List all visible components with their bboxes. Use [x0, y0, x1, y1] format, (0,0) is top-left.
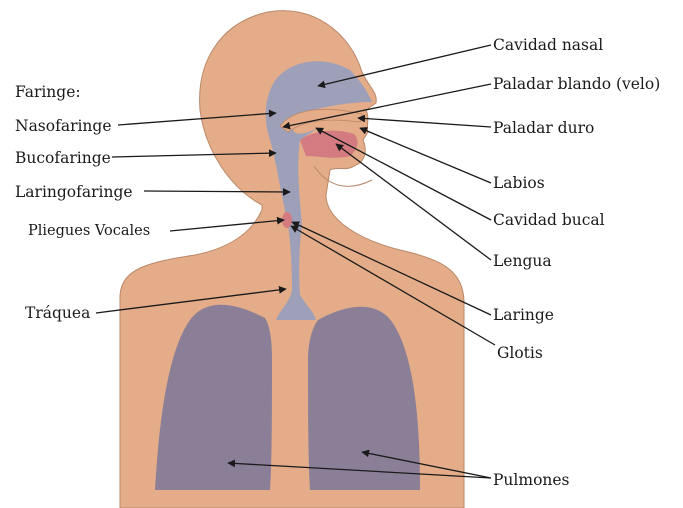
label-cavidad-nasal: Cavidad nasal — [493, 36, 603, 54]
leader-labios — [360, 128, 491, 183]
label-lengua: Lengua — [493, 252, 552, 270]
label-laringe: Laringe — [493, 306, 554, 324]
leader-cavidad-bucal — [316, 128, 491, 220]
label-pliegues-vocales: Pliegues Vocales — [28, 223, 150, 239]
label-paladar-duro: Paladar duro — [493, 119, 594, 137]
label-pulmones: Pulmones — [493, 471, 570, 489]
label-faringe: Faringe: — [15, 83, 81, 101]
label-laringofaringe: Laringofaringe — [15, 183, 133, 201]
label-paladar-blando: Paladar blando (velo) — [493, 75, 660, 93]
label-nasofaringe: Nasofaringe — [15, 117, 112, 135]
label-bucofaringe: Bucofaringe — [15, 149, 111, 167]
label-cavidad-bucal: Cavidad bucal — [493, 211, 605, 229]
label-traquea: Tráquea — [25, 304, 90, 322]
label-labios: Labios — [493, 174, 545, 192]
leader-paladar-duro — [358, 118, 491, 127]
label-glotis: Glotis — [497, 344, 543, 362]
